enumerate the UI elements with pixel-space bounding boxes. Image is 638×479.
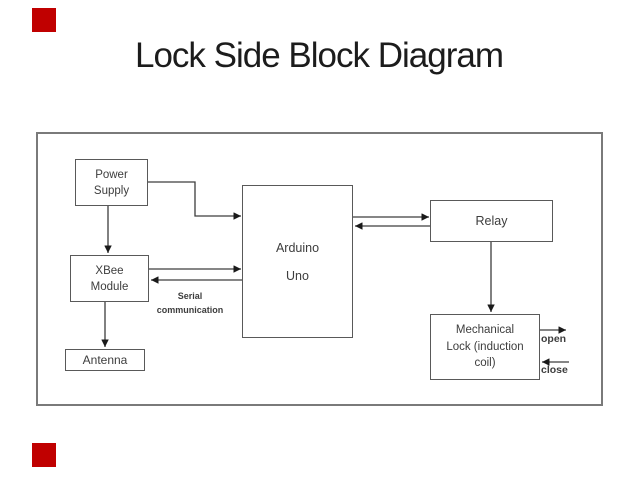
block-relay: Relay — [430, 200, 553, 242]
slide-title: Lock Side Block Diagram — [135, 36, 504, 75]
block-xbee-label-line1: XBee — [95, 264, 124, 277]
block-power-supply-label-line1: Power — [95, 168, 128, 181]
block-mechanical-lock-label-line2: Lock (induction — [446, 340, 524, 353]
close-label: close — [541, 364, 568, 376]
block-xbee-label-line2: Module — [90, 280, 129, 293]
serial-communication-label: Serial communication — [147, 290, 233, 317]
block-arduino-label-line2: Uno — [286, 268, 309, 283]
block-relay-label: Relay — [475, 214, 508, 228]
serial-label-line2: communication — [156, 304, 224, 315]
red-square-decoration-bottom — [32, 443, 56, 467]
block-antenna-label: Antenna — [82, 353, 128, 367]
block-mechanical-lock-label-line1: Mechanical — [455, 324, 515, 337]
block-mechanical-lock-label-line3: coil) — [474, 357, 496, 370]
serial-label-line1: Serial — [177, 291, 203, 301]
block-antenna: Antenna — [65, 349, 145, 371]
block-arduino-uno: Arduino Uno — [242, 185, 353, 338]
block-mechanical-lock: Mechanical Lock (induction coil) — [430, 314, 540, 380]
open-label: open — [541, 333, 567, 345]
block-xbee-module: XBee Module — [70, 255, 149, 302]
block-arduino-label-line1: Arduino — [275, 240, 320, 255]
block-power-supply: Power Supply — [75, 159, 148, 206]
red-square-decoration-top — [32, 8, 56, 32]
block-power-supply-label-line2: Supply — [93, 184, 130, 197]
